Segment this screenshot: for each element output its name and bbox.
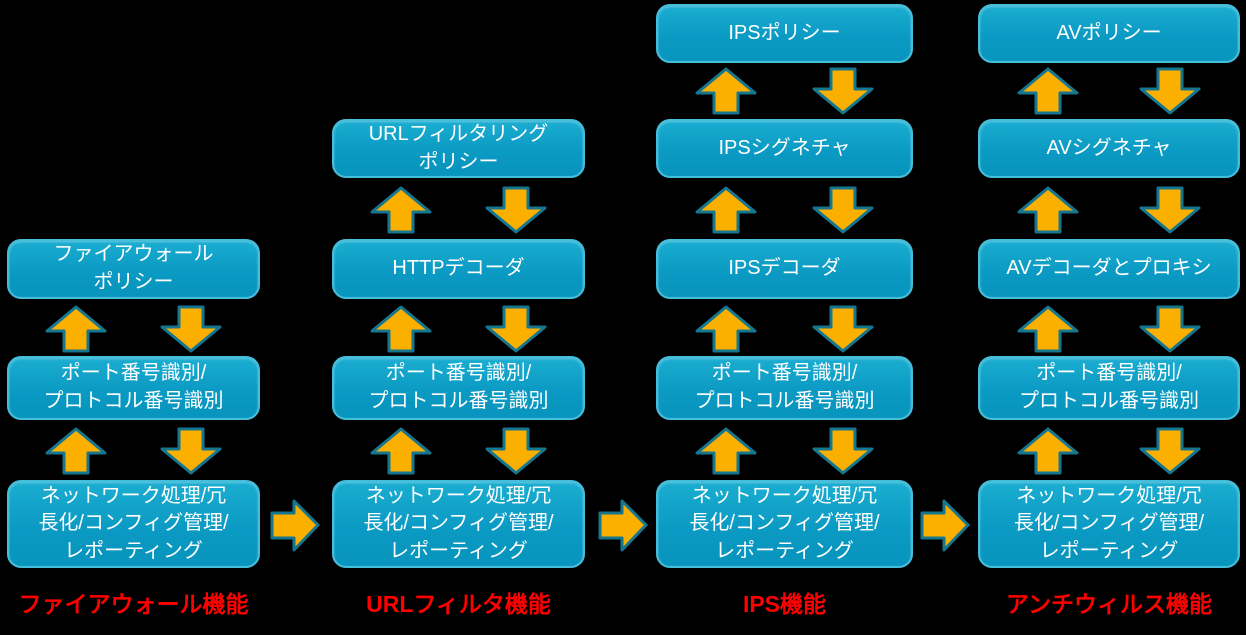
down-arrow-icon — [812, 427, 874, 475]
box-port-protocol-identification: ポート番号識別/ プロトコル番号識別 — [332, 356, 585, 420]
box-network-processing: ネットワーク処理/冗 長化/コンフィグ管理/ レポーティング — [656, 480, 913, 568]
column-antivirus: AVポリシー AVシグネチャ AVデコーダとプロキシ ポート番号識別/ プロトコ… — [978, 0, 1240, 635]
label-firewall-function: ファイアウォール機能 — [18, 591, 249, 617]
arrow-pair — [656, 181, 913, 239]
box-firewall-policy: ファイアウォール ポリシー — [7, 239, 260, 299]
arrow-pair — [978, 181, 1240, 239]
up-arrow-icon — [695, 186, 757, 234]
arrow-pair — [656, 422, 913, 480]
up-arrow-icon — [1017, 305, 1079, 352]
arrow-pair — [978, 63, 1240, 119]
down-arrow-icon — [1139, 427, 1201, 475]
arrow-pair — [978, 301, 1240, 356]
down-arrow-icon — [1139, 67, 1201, 115]
box-network-processing: ネットワーク処理/冗 長化/コンフィグ管理/ レポーティング — [978, 480, 1240, 568]
flow-right-arrow-icon — [920, 499, 970, 552]
arrow-pair — [332, 422, 585, 480]
down-arrow-icon — [485, 305, 547, 352]
arrow-pair — [7, 301, 260, 356]
up-arrow-icon — [695, 427, 757, 475]
down-arrow-icon — [485, 186, 547, 234]
box-port-protocol-identification: ポート番号識別/ プロトコル番号識別 — [7, 356, 260, 420]
down-arrow-icon — [812, 305, 874, 352]
box-port-protocol-identification: ポート番号識別/ プロトコル番号識別 — [978, 356, 1240, 420]
up-arrow-icon — [370, 305, 432, 352]
box-network-processing: ネットワーク処理/冗 長化/コンフィグ管理/ レポーティング — [332, 480, 585, 568]
column-ips: IPSポリシー IPSシグネチャ IPSデコーダ ポート番号識別/ プロトコル番… — [656, 0, 913, 635]
box-port-protocol-identification: ポート番号識別/ プロトコル番号識別 — [656, 356, 913, 420]
down-arrow-icon — [1139, 305, 1201, 352]
label-url-filter-function: URLフィルタ機能 — [366, 591, 551, 617]
up-arrow-icon — [370, 186, 432, 234]
box-url-filtering-policy: URLフィルタリング ポリシー — [332, 119, 585, 178]
column-url-filter: URLフィルタリング ポリシー HTTPデコーダ ポート番号識別/ プロトコル番… — [332, 0, 585, 635]
arrow-pair — [7, 422, 260, 480]
up-arrow-icon — [1017, 67, 1079, 115]
arrow-pair — [656, 63, 913, 119]
flow-right-arrow-icon — [598, 499, 648, 552]
down-arrow-icon — [160, 427, 222, 475]
up-arrow-icon — [45, 305, 107, 352]
down-arrow-icon — [1139, 186, 1201, 234]
up-arrow-icon — [1017, 186, 1079, 234]
label-ips-function: IPS機能 — [742, 591, 827, 617]
box-http-decoder: HTTPデコーダ — [332, 239, 585, 299]
label-antivirus-function: アンチウィルス機能 — [1005, 591, 1213, 617]
column-firewall: ファイアウォール ポリシー ポート番号識別/ プロトコル番号識別 ネットワーク処… — [7, 0, 260, 635]
up-arrow-icon — [695, 305, 757, 352]
box-ips-signature: IPSシグネチャ — [656, 119, 913, 178]
box-ips-policy: IPSポリシー — [656, 4, 913, 63]
arrow-pair — [978, 422, 1240, 480]
box-av-signature: AVシグネチャ — [978, 119, 1240, 178]
box-av-policy: AVポリシー — [978, 4, 1240, 63]
up-arrow-icon — [370, 427, 432, 475]
down-arrow-icon — [812, 186, 874, 234]
arrow-pair — [656, 301, 913, 356]
up-arrow-icon — [1017, 427, 1079, 475]
down-arrow-icon — [160, 305, 222, 352]
box-network-processing: ネットワーク処理/冗 長化/コンフィグ管理/ レポーティング — [7, 480, 260, 568]
arrow-pair — [332, 181, 585, 239]
arrow-pair — [332, 301, 585, 356]
down-arrow-icon — [485, 427, 547, 475]
down-arrow-icon — [812, 67, 874, 115]
up-arrow-icon — [45, 427, 107, 475]
flow-right-arrow-icon — [270, 499, 320, 552]
box-av-decoder-proxy: AVデコーダとプロキシ — [978, 239, 1240, 299]
box-ips-decoder: IPSデコーダ — [656, 239, 913, 299]
up-arrow-icon — [695, 67, 757, 115]
